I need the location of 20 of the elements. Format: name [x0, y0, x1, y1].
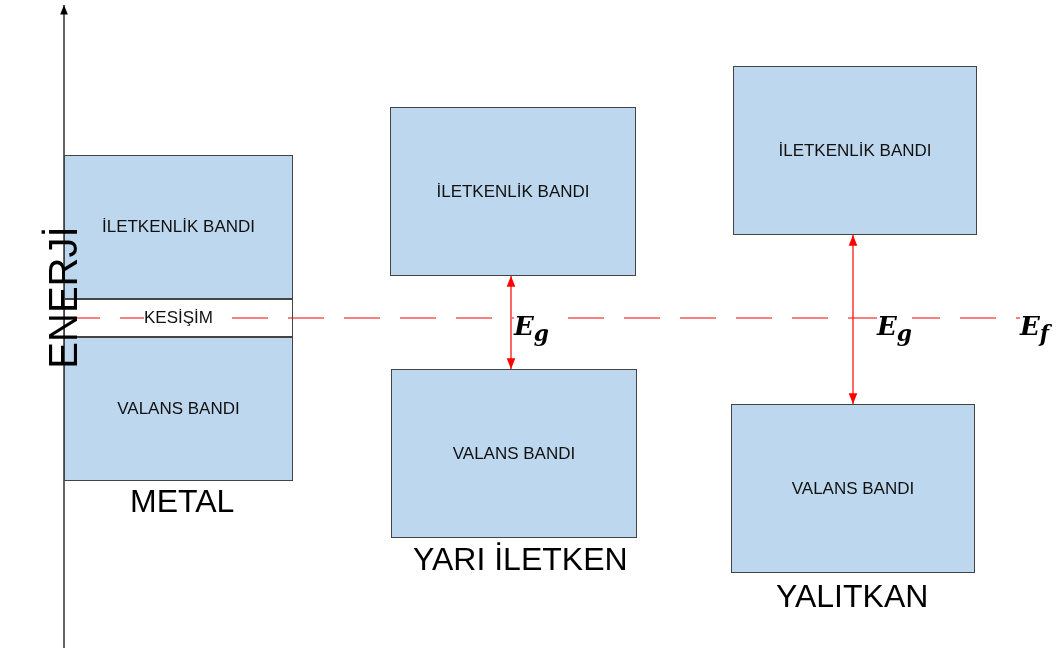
edge-label: E$_{g}$ — [514, 313, 549, 345]
column-title: YARI İLETKEN — [413, 541, 628, 578]
double-arrow — [506, 275, 516, 370]
band-label: VALANS BANDI — [791, 478, 915, 499]
energy-band — [391, 369, 637, 538]
band-label: İLETKENLİK BANDI — [101, 217, 256, 237]
axis-label: ENERJİ — [40, 226, 86, 369]
energy-band — [731, 404, 975, 573]
column-title: YALITKAN — [776, 578, 929, 615]
double-arrow — [848, 234, 858, 405]
fermi-level-label: E$_{f}$ — [1020, 313, 1050, 345]
band-label: KESİŞİM — [144, 308, 213, 328]
energy-band — [390, 107, 636, 276]
column-title: METAL — [130, 483, 235, 520]
energy-band — [733, 66, 977, 235]
band-label: İLETKENLİK BANDI — [778, 140, 932, 161]
edge-label: E$_{g}$ — [877, 313, 912, 345]
band-label: VALANS BANDI — [452, 443, 576, 464]
band-label: İLETKENLİK BANDI — [436, 181, 590, 202]
band-label: VALANS BANDI — [117, 399, 240, 419]
